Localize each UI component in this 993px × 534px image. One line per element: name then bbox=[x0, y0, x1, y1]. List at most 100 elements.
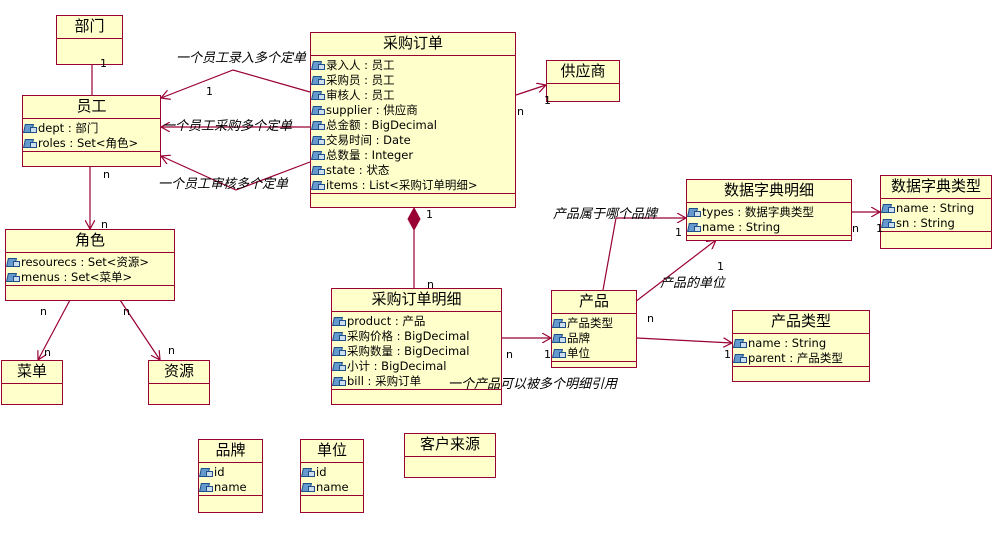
attributes: product : 产品 采购价格 : BigDecimal 采购数量 : Bi… bbox=[332, 312, 501, 390]
attribute: 单位 bbox=[553, 346, 636, 361]
label-product-items: 一个产品可以被多个明细引用 bbox=[448, 377, 618, 392]
attribute-icon bbox=[312, 136, 325, 145]
multiplicity: 1 bbox=[717, 260, 724, 273]
attribute: name bbox=[302, 480, 363, 495]
class-name: 数据字典明细 bbox=[687, 180, 851, 203]
attribute-icon bbox=[333, 362, 346, 371]
attribute: types : 数据字典类型 bbox=[688, 205, 851, 220]
link-order-supplier bbox=[515, 85, 546, 96]
attribute-icon bbox=[688, 223, 701, 232]
attribute-icon bbox=[7, 273, 20, 282]
attribute-icon bbox=[302, 468, 315, 477]
attribute-icon bbox=[312, 91, 325, 100]
multiplicity: n bbox=[517, 105, 524, 118]
attribute: items : List<采购订单明细> bbox=[312, 178, 515, 193]
class-name: 单位 bbox=[301, 440, 363, 463]
multiplicity: n bbox=[506, 348, 513, 361]
attribute-icon bbox=[312, 61, 325, 70]
attribute-icon bbox=[24, 139, 37, 148]
attribute: 总数量 : Integer bbox=[312, 148, 515, 163]
class-supplier[interactable]: 供应商 bbox=[546, 60, 620, 102]
attribute: name : String bbox=[734, 336, 869, 351]
class-name: 客户来源 bbox=[405, 434, 495, 457]
operations bbox=[552, 362, 636, 369]
attribute: 小计 : BigDecimal bbox=[333, 359, 501, 374]
attributes: id name bbox=[301, 463, 363, 496]
attributes: 录入人 : 员工 采购员 : 员工 审核人 : 员工 supplier : 供应… bbox=[311, 56, 515, 194]
class-purchase-order[interactable]: 采购订单 录入人 : 员工 采购员 : 员工 审核人 : 员工 supplier… bbox=[310, 32, 516, 208]
attribute-icon bbox=[312, 151, 325, 160]
class-name: 数据字典类型 bbox=[881, 176, 991, 199]
class-role[interactable]: 角色 resourecs : Set<资源> menus : Set<菜单> bbox=[5, 229, 175, 301]
class-name: 资源 bbox=[149, 361, 209, 384]
multiplicity: 1 bbox=[544, 348, 551, 361]
attributes: id name bbox=[199, 463, 262, 496]
link-entry-person bbox=[161, 69, 311, 98]
multiplicity: n bbox=[123, 305, 130, 318]
attribute: name : String bbox=[882, 201, 991, 216]
class-menu[interactable]: 菜单 bbox=[1, 360, 63, 405]
class-product-type[interactable]: 产品类型 name : String parent : 产品类型 bbox=[732, 310, 870, 382]
attribute-icon bbox=[333, 347, 346, 356]
attributes: types : 数据字典类型 name : String bbox=[687, 203, 851, 236]
attributes: dept : 部门 roles : Set<角色> bbox=[23, 119, 160, 152]
attribute: dept : 部门 bbox=[24, 121, 160, 136]
operations bbox=[301, 496, 363, 503]
class-product[interactable]: 产品 产品类型 品牌 单位 bbox=[551, 290, 637, 368]
attribute: name bbox=[200, 480, 262, 495]
attributes: name : String parent : 产品类型 bbox=[733, 334, 869, 367]
attribute: roles : Set<角色> bbox=[24, 136, 160, 151]
multiplicity: 1 bbox=[876, 222, 883, 235]
attributes: 产品类型 品牌 单位 bbox=[552, 314, 636, 362]
attribute: 总金额 : BigDecimal bbox=[312, 118, 515, 133]
attribute-icon bbox=[312, 121, 325, 130]
multiplicity: n bbox=[427, 278, 434, 291]
class-name: 采购订单 bbox=[311, 33, 515, 56]
attribute: 采购价格 : BigDecimal bbox=[333, 329, 501, 344]
attribute: resourecs : Set<资源> bbox=[7, 255, 174, 270]
class-name: 部门 bbox=[57, 16, 122, 39]
class-name: 产品 bbox=[552, 291, 636, 314]
attribute-icon bbox=[553, 334, 566, 343]
operations bbox=[6, 286, 174, 293]
multiplicity: n bbox=[101, 218, 108, 231]
class-name: 角色 bbox=[6, 230, 174, 253]
attribute: 采购数量 : BigDecimal bbox=[333, 344, 501, 359]
label-entry: 一个员工录入多个定单 bbox=[176, 51, 307, 66]
class-name: 员工 bbox=[23, 96, 160, 119]
attribute: product : 产品 bbox=[333, 314, 501, 329]
class-department[interactable]: 部门 bbox=[56, 15, 123, 65]
attribute: 产品类型 bbox=[553, 316, 636, 331]
multiplicity: n bbox=[647, 312, 654, 325]
label-buyer: 一个员工采购多个定单 bbox=[162, 119, 293, 134]
attribute: 采购员 : 员工 bbox=[312, 73, 515, 88]
class-dict-detail[interactable]: 数据字典明细 types : 数据字典类型 name : String bbox=[686, 179, 852, 241]
label-unit: 产品的单位 bbox=[660, 276, 726, 291]
multiplicity: n bbox=[103, 168, 110, 181]
link-product-type bbox=[636, 337, 732, 343]
attribute-icon bbox=[312, 181, 325, 190]
class-employee[interactable]: 员工 dept : 部门 roles : Set<角色> bbox=[22, 95, 161, 167]
attribute-icon bbox=[200, 468, 213, 477]
attribute-icon bbox=[688, 208, 701, 217]
attribute-icon bbox=[882, 204, 895, 213]
class-name: 供应商 bbox=[547, 61, 619, 84]
operations bbox=[23, 152, 160, 159]
attribute: id bbox=[200, 465, 262, 480]
class-order-item[interactable]: 采购订单明细 product : 产品 采购价格 : BigDecimal 采购… bbox=[331, 288, 502, 405]
attribute: parent : 产品类型 bbox=[734, 351, 869, 366]
attribute-icon bbox=[312, 166, 325, 175]
multiplicity: 1 bbox=[544, 94, 551, 107]
attribute-icon bbox=[7, 258, 20, 267]
multiplicity: n bbox=[852, 222, 859, 235]
link-role-menu bbox=[38, 299, 71, 360]
class-brand[interactable]: 品牌 id name bbox=[198, 439, 263, 513]
class-dict-type[interactable]: 数据字典类型 name : String sn : String bbox=[880, 175, 992, 249]
label-brand: 产品属于哪个品牌 bbox=[553, 207, 658, 222]
attribute-icon bbox=[302, 483, 315, 492]
class-unit[interactable]: 单位 id name bbox=[300, 439, 364, 513]
class-name: 菜单 bbox=[2, 361, 62, 384]
class-customer-source[interactable]: 客户来源 bbox=[404, 433, 496, 478]
class-resource[interactable]: 资源 bbox=[148, 360, 210, 405]
